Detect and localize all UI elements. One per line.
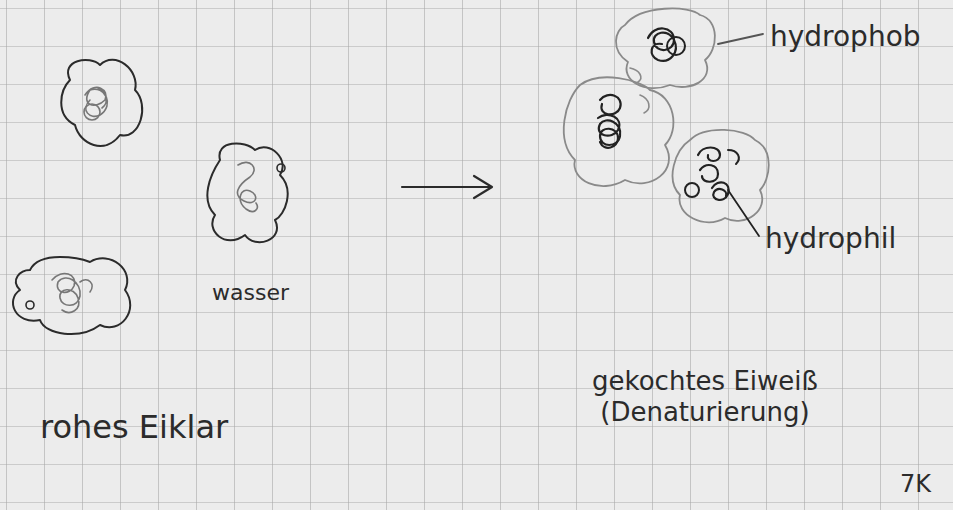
protein-blob xyxy=(13,257,130,334)
caption-label: gekochtes Eiweiß (Denaturierung) xyxy=(560,366,850,428)
reaction-arrow xyxy=(402,176,492,198)
denatured-protein xyxy=(616,8,715,88)
leader-line xyxy=(718,34,763,44)
property-label: hydrophil xyxy=(765,222,896,256)
page-mark: 7K xyxy=(900,470,931,499)
protein-blob xyxy=(207,143,287,242)
caption-label: rohes Eiklar xyxy=(40,408,228,446)
leader-line xyxy=(728,190,759,236)
medium-label: wasser xyxy=(212,280,289,306)
denatured-protein xyxy=(564,77,674,186)
protein-blob xyxy=(61,60,142,146)
denatured-protein xyxy=(673,130,769,222)
property-label: hydrophob xyxy=(770,20,921,54)
